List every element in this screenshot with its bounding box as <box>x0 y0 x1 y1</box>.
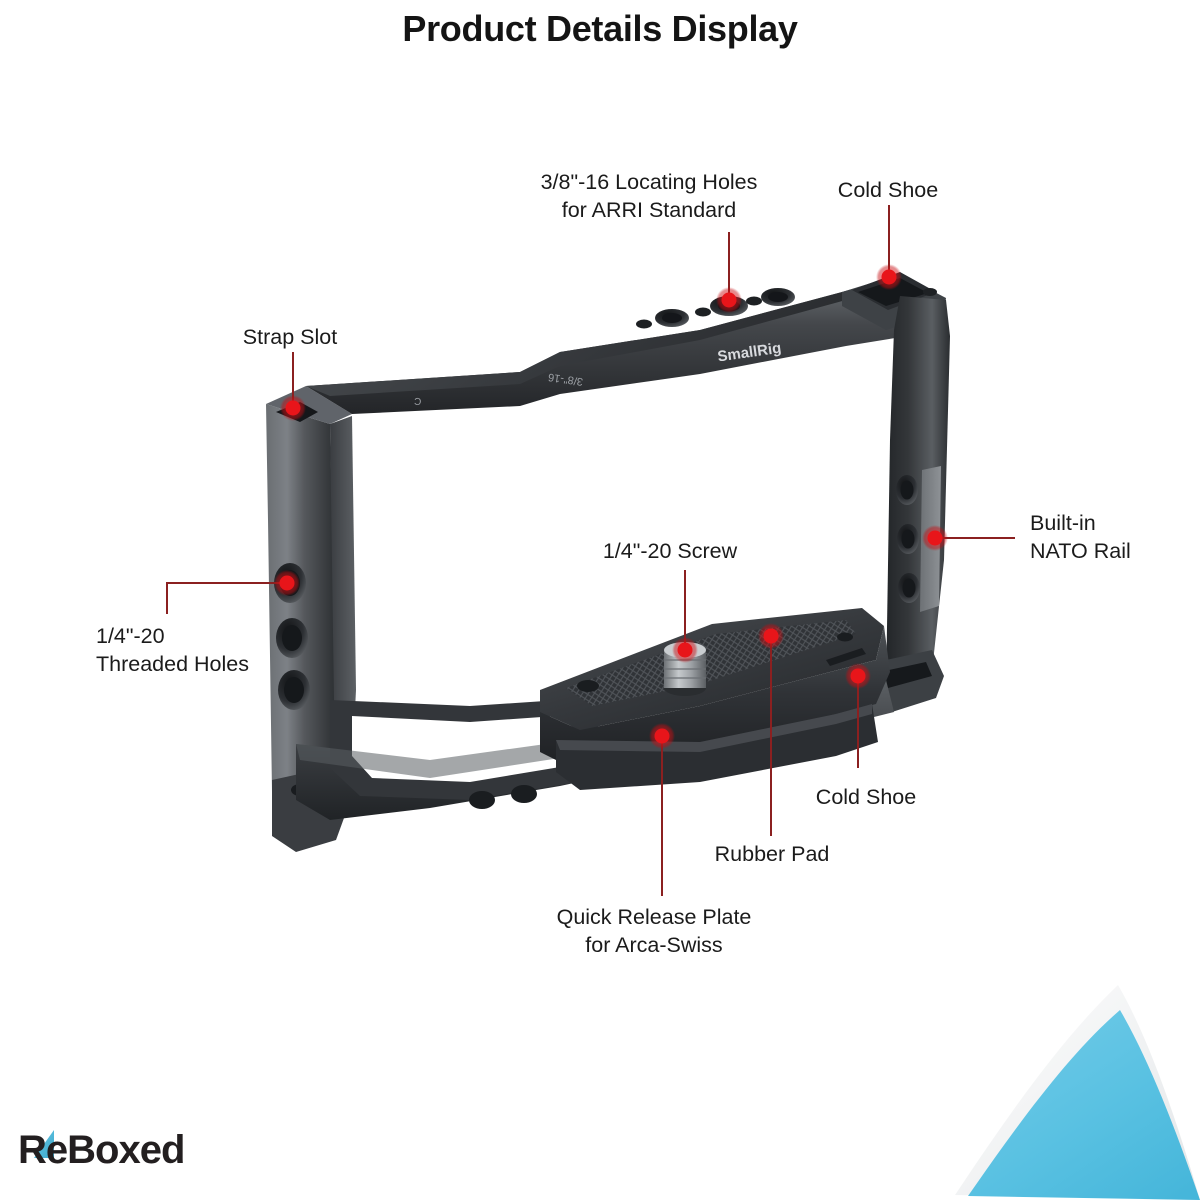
reboxed-logo-text: ReBoxed <box>18 1127 185 1172</box>
marker-dot-strap-slot[interactable] <box>285 400 301 416</box>
leader-lines <box>166 205 1015 896</box>
quick-release-plate <box>540 608 890 790</box>
callout-rubber-pad: Rubber Pad <box>714 842 830 866</box>
side-engraving: 3/8"-16 <box>547 371 583 388</box>
marker-dot-threaded-holes[interactable] <box>279 575 295 591</box>
marker-dot-rubber-pad[interactable] <box>763 628 779 644</box>
callout-cold-shoe-bottom: Cold Shoe <box>815 785 917 809</box>
reboxed-logo: ReBoxed <box>18 1122 185 1178</box>
marker-dot-quick-release-plate[interactable] <box>654 728 670 744</box>
callout-cold-shoe-top: Cold Shoe <box>837 178 939 202</box>
side-engraving-2: C <box>414 395 422 407</box>
callout-nato-rail: Built-in NATO Rail <box>1030 511 1131 563</box>
callout-arri-holes: 3/8"-16 Locating Holes for ARRI Standard <box>540 170 758 222</box>
rubber-pad-surface <box>566 620 856 706</box>
reboxed-logo-mark <box>34 1130 54 1158</box>
brand-corner-graphic <box>955 985 1200 1200</box>
page-title: Product Details Display <box>402 8 798 49</box>
cage-right-post <box>870 296 950 712</box>
callout-threaded-holes: 1/4"-20 Threaded Holes <box>96 624 249 676</box>
callout-quick-release-plate: Quick Release Plate for Arca-Swiss <box>556 905 752 957</box>
callout-strap-slot: Strap Slot <box>242 325 338 349</box>
marker-dot-cold-shoe-bottom[interactable] <box>850 668 866 684</box>
callout-quarter-screw: 1/4"-20 Screw <box>602 539 738 563</box>
right-post-holes <box>896 475 920 603</box>
marker-dots <box>274 264 948 749</box>
marker-dot-nato-rail[interactable] <box>927 530 943 546</box>
marker-dot-arri-holes[interactable] <box>721 292 737 308</box>
marker-dot-cold-shoe-top[interactable] <box>881 269 897 285</box>
leader-line-threaded-holes <box>166 582 285 614</box>
camera-cage-body: SmallRig 3/8"-16 C <box>266 272 950 852</box>
marker-dot-quarter-screw[interactable] <box>677 642 693 658</box>
